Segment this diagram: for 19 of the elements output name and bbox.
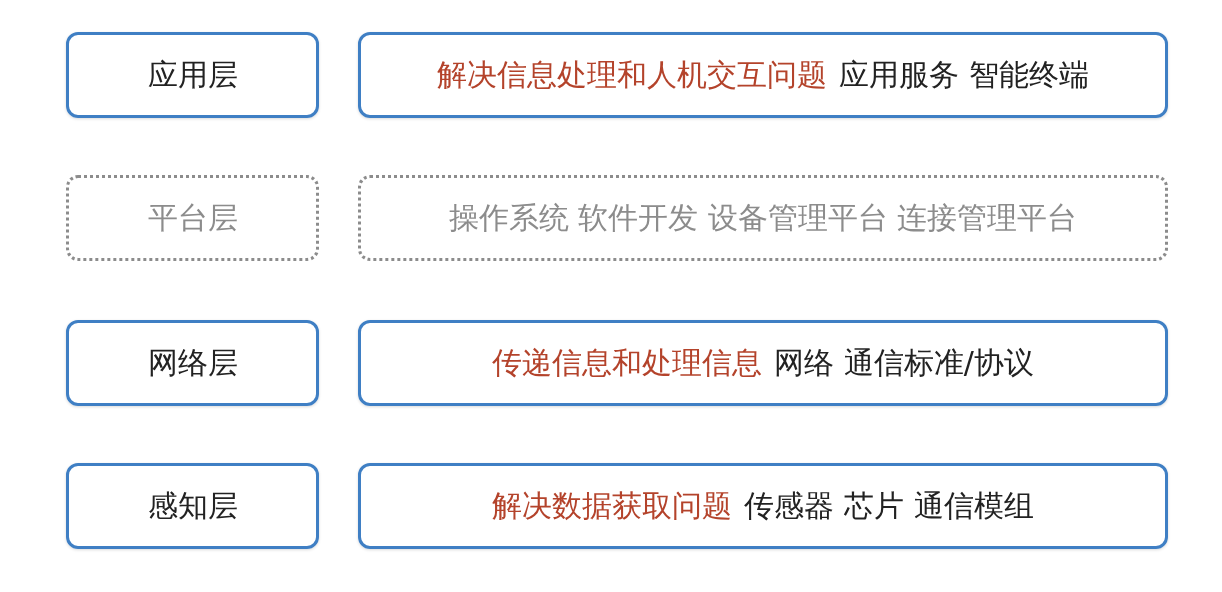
function-text: 解决信息处理和人机交互问题: [437, 57, 828, 93]
component-text: 传感器 芯片 通信模组: [744, 488, 1034, 524]
layer-name: 平台层: [147, 200, 238, 236]
layer-description-box: [358, 32, 1168, 118]
layer-description-box: [358, 175, 1168, 261]
layer-name: 感知层: [147, 488, 238, 524]
layer-box: [66, 32, 319, 118]
layer-description-box: [358, 320, 1168, 406]
layer-box: [66, 175, 319, 261]
layer-description-box: [358, 463, 1168, 549]
function-text: 解决数据获取问题: [492, 488, 733, 524]
function-text: 传递信息和处理信息: [492, 345, 763, 381]
component-text: 应用服务 智能终端: [839, 57, 1089, 93]
component-text: 网络 通信标准/协议: [774, 345, 1034, 381]
layer-box: [66, 320, 319, 406]
layer-box: [66, 463, 319, 549]
component-text: 操作系统 软件开发 设备管理平台 连接管理平台: [448, 200, 1078, 236]
layer-name: 应用层: [147, 57, 238, 93]
layer-name: 网络层: [147, 345, 238, 381]
